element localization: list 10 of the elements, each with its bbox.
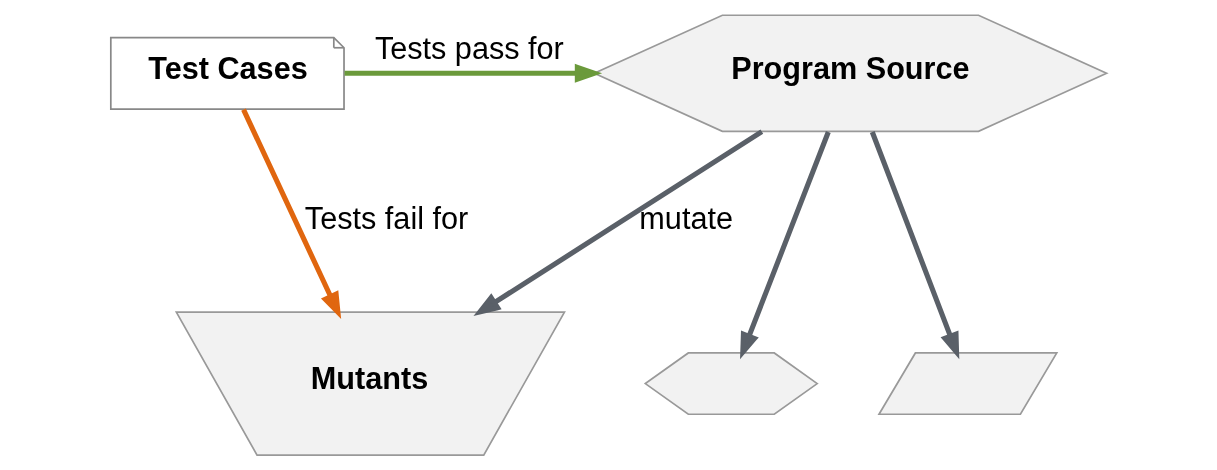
arrow bbox=[473, 129, 764, 316]
arrow bbox=[344, 63, 603, 83]
node-hexagon bbox=[643, 352, 819, 416]
arrow bbox=[241, 108, 342, 320]
edge-label: mutate bbox=[639, 201, 733, 236]
arrow bbox=[869, 131, 960, 360]
arrow bbox=[740, 131, 831, 360]
node-box bbox=[877, 352, 1059, 416]
edge-label: Tests fail for bbox=[304, 201, 469, 236]
edge-label: Tests pass for bbox=[374, 30, 564, 65]
